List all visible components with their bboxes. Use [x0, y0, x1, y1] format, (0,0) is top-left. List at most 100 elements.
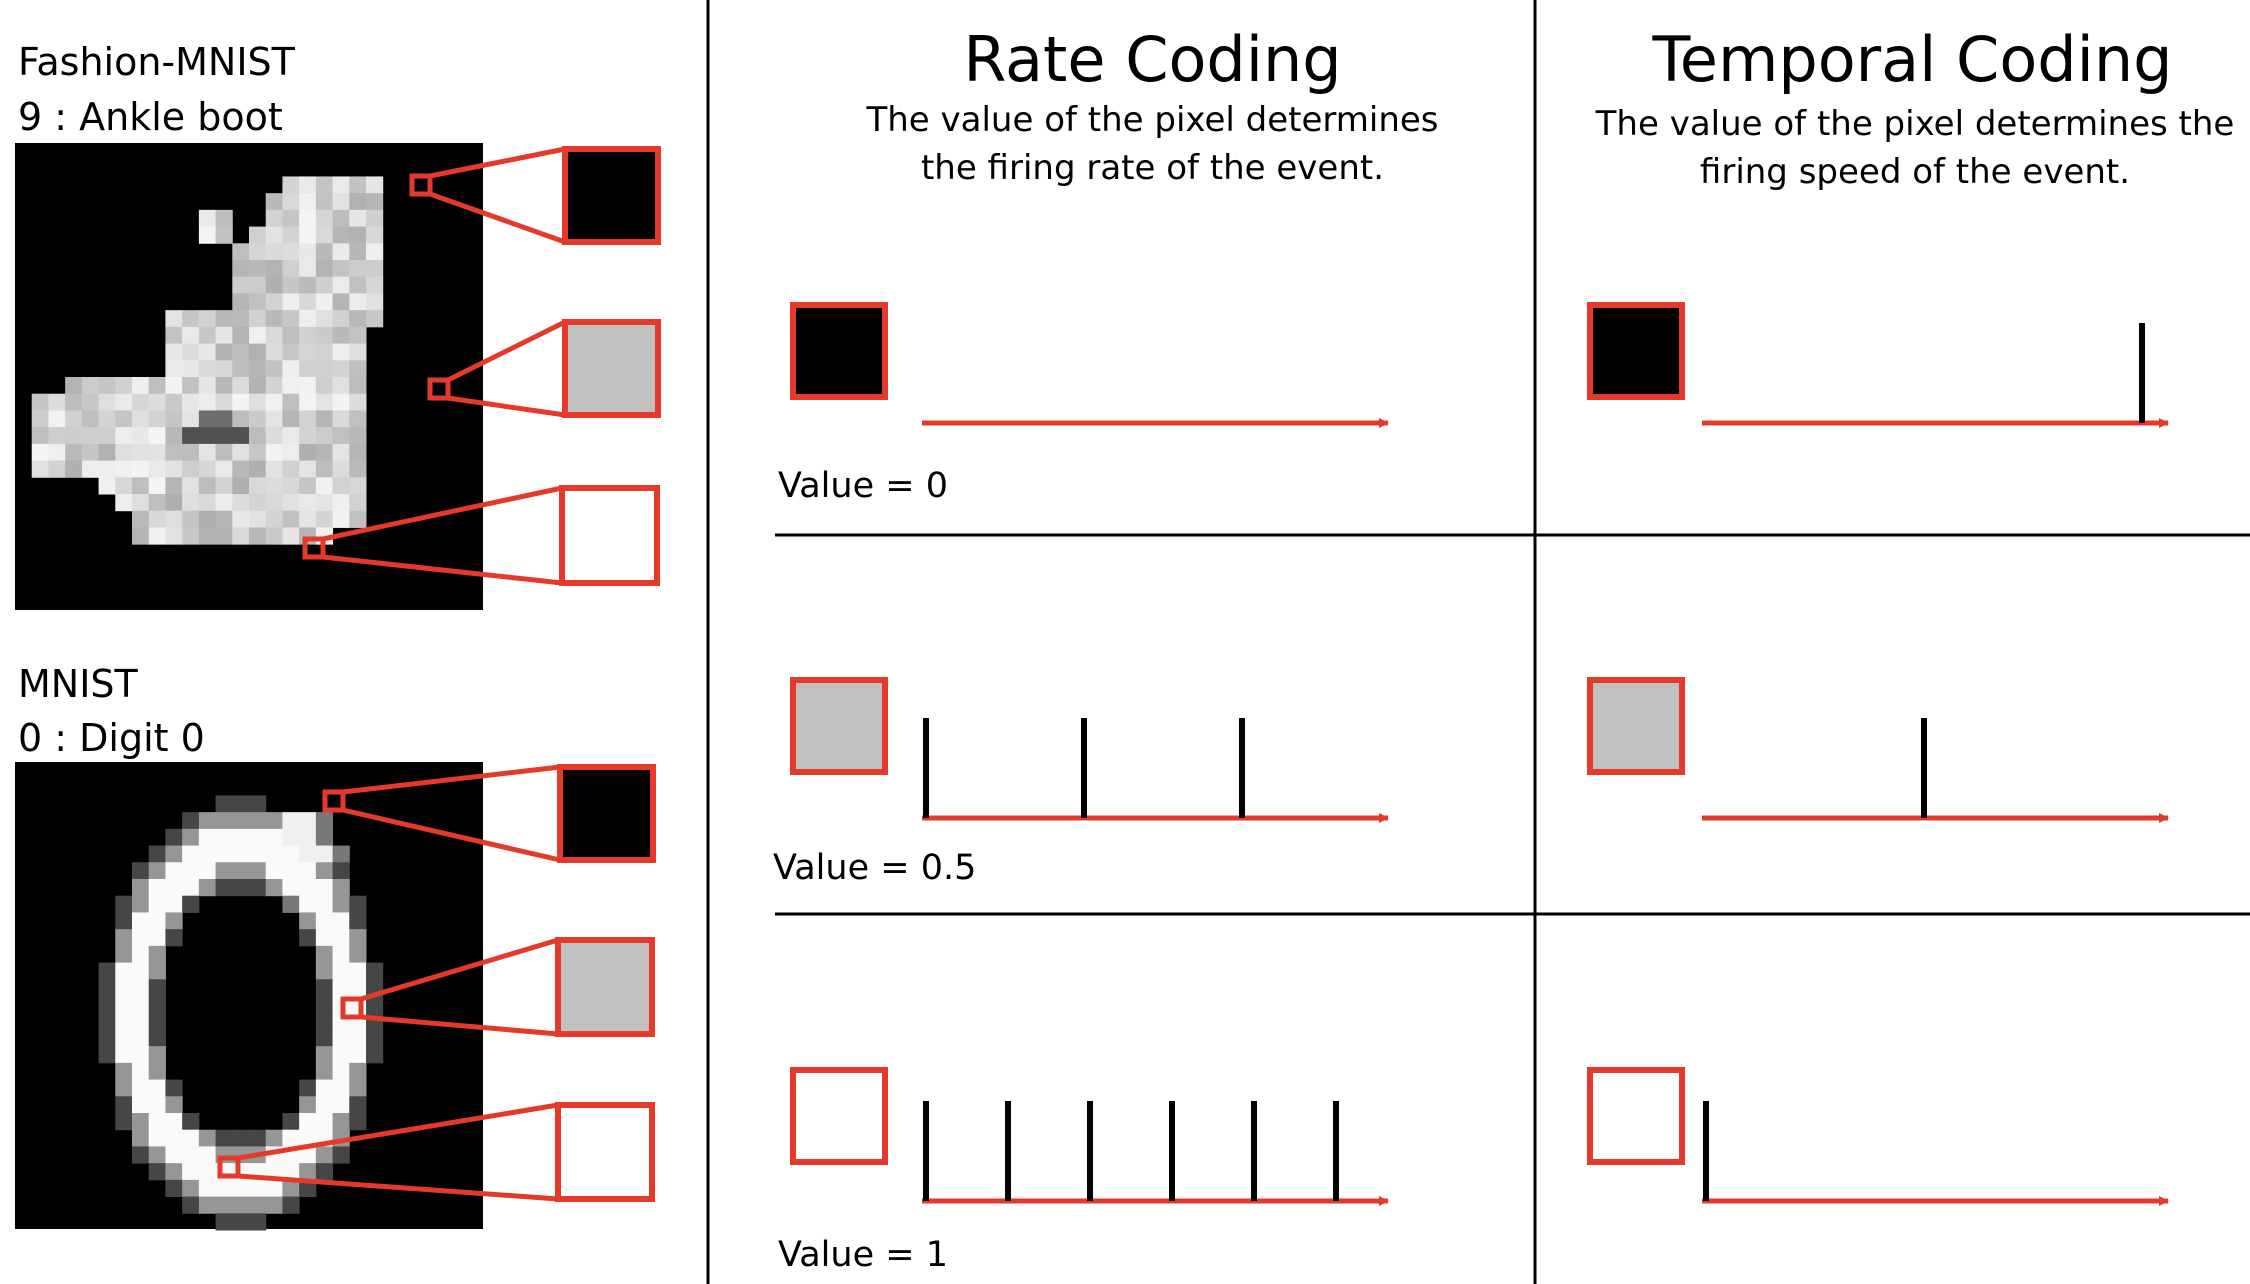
- boot-pixel: [282, 326, 300, 345]
- callout-zoomed-pixel: [559, 485, 660, 586]
- boot-pixel: [299, 527, 317, 545]
- digit-pixel: [148, 962, 166, 980]
- digit-pixel: [315, 929, 334, 947]
- digit-pixel: [132, 912, 150, 930]
- temporal-coding-title: Temporal Coding: [1652, 23, 2173, 96]
- boot-pixel: [249, 410, 267, 428]
- digit-pixel: [249, 879, 267, 897]
- boot-pixel: [366, 293, 384, 311]
- digit-pixel: [265, 1179, 283, 1198]
- boot-pixel: [315, 427, 334, 445]
- boot-pixel: [299, 310, 317, 328]
- boot-pixel: [332, 410, 350, 428]
- boot-pixel: [232, 243, 250, 261]
- boot-pixel: [349, 377, 367, 395]
- boot-pixel: [299, 260, 317, 278]
- digit-pixel: [349, 945, 367, 964]
- boot-pixel: [265, 494, 283, 512]
- digit-pixel: [198, 812, 217, 830]
- boot-pixel: [65, 410, 83, 428]
- callout-line-top: [446, 319, 567, 383]
- boot-pixel: [81, 460, 100, 478]
- boot-pixel: [332, 377, 350, 395]
- boot-pixel: [349, 427, 367, 445]
- boot-pixel: [265, 343, 283, 361]
- boot-pixel: [265, 377, 283, 395]
- digit-pixel: [265, 845, 283, 863]
- boot-pixel: [198, 410, 217, 428]
- boot-pixel: [232, 310, 250, 328]
- boot-pixel: [265, 226, 283, 244]
- callout-line-bottom: [322, 554, 563, 586]
- boot-pixel: [165, 427, 183, 445]
- digit-pixel: [349, 1113, 367, 1131]
- digit-pixel: [132, 1062, 150, 1081]
- digit-pixel: [232, 1196, 250, 1214]
- boot-pixel: [182, 427, 200, 445]
- digit-pixel: [349, 912, 367, 930]
- digit-pixel: [132, 895, 150, 913]
- boot-pixel: [148, 510, 166, 528]
- digit-pixel: [249, 862, 267, 880]
- digit-pixel: [198, 1129, 217, 1147]
- digit-pixel: [249, 812, 267, 830]
- boot-pixel: [265, 310, 283, 328]
- digit-pixel: [349, 895, 367, 913]
- digit-pixel: [265, 862, 283, 880]
- digit-pixel: [165, 1113, 183, 1131]
- digit-pixel: [349, 929, 367, 947]
- digit-pixel: [299, 929, 317, 947]
- digit-pixel: [265, 1196, 283, 1214]
- digit-pixel: [299, 828, 317, 847]
- boot-pixel: [282, 243, 300, 261]
- digit-pixel: [182, 812, 200, 830]
- boot-pixel: [215, 527, 233, 545]
- boot-pixel: [31, 410, 49, 428]
- boot-pixel: [299, 293, 317, 311]
- digit-pixel: [349, 1079, 367, 1097]
- digit-pixel: [315, 845, 334, 863]
- digit-pixel: [215, 1129, 233, 1147]
- digit-pixel: [265, 828, 283, 847]
- digit-pixel: [165, 1163, 183, 1181]
- fashion-mnist-name: Fashion-MNIST: [18, 40, 295, 84]
- digit-pixel: [198, 828, 217, 847]
- boot-pixel: [165, 443, 183, 462]
- boot-pixel: [98, 477, 116, 495]
- digit-pixel: [332, 862, 350, 880]
- digit-pixel: [349, 979, 367, 997]
- digit-pixel: [132, 1129, 150, 1147]
- boot-pixel: [299, 460, 317, 478]
- boot-pixel: [198, 377, 217, 395]
- boot-pixel: [165, 393, 183, 411]
- boot-pixel: [265, 293, 283, 311]
- boot-pixel: [198, 477, 217, 495]
- boot-pixel: [165, 377, 183, 395]
- boot-pixel: [182, 377, 200, 395]
- digit-pixel: [299, 1079, 317, 1097]
- callout-line-top: [360, 937, 559, 1002]
- digit-pixel: [232, 1213, 250, 1231]
- temporal-swatch: [1587, 302, 1685, 400]
- boot-pixel: [265, 243, 283, 261]
- boot-pixel: [299, 477, 317, 495]
- digit-pixel: [315, 945, 334, 964]
- digit-pixel: [349, 1029, 367, 1047]
- boot-pixel: [81, 377, 100, 395]
- digit-pixel: [315, 979, 334, 997]
- boot-pixel: [31, 427, 49, 445]
- boot-pixel: [198, 443, 217, 462]
- boot-pixel: [299, 193, 317, 211]
- digit-pixel: [98, 979, 116, 997]
- digit-pixel: [299, 879, 317, 897]
- boot-pixel: [48, 410, 66, 428]
- digit-pixel: [215, 828, 233, 847]
- digit-pixel: [198, 1179, 217, 1198]
- digit-pixel: [132, 1113, 150, 1131]
- digit-pixel: [232, 845, 250, 863]
- boot-pixel: [265, 510, 283, 528]
- digit-pixel: [315, 996, 334, 1014]
- digit-pixel: [132, 996, 150, 1014]
- boot-pixel: [132, 460, 150, 478]
- digit-pixel: [115, 929, 133, 947]
